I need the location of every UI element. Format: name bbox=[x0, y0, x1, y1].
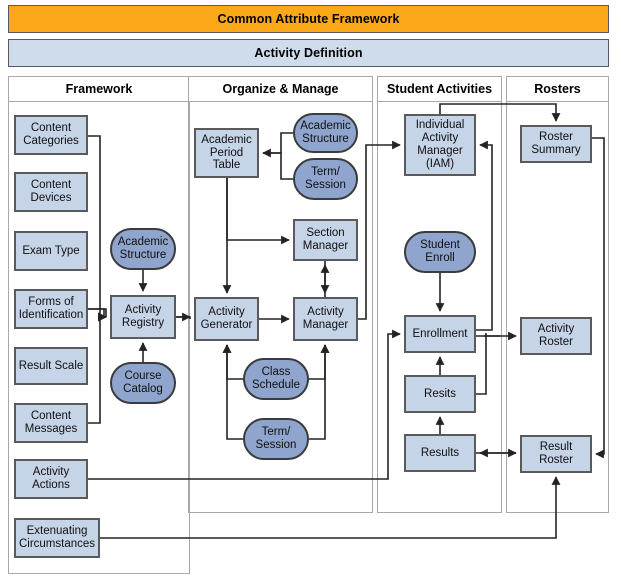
node-course-catalog[interactable]: Course Catalog bbox=[110, 362, 176, 404]
node-academic-structure-framework[interactable]: Academic Structure bbox=[110, 228, 176, 270]
node-enrollment[interactable]: Enrollment bbox=[404, 315, 476, 353]
node-resits[interactable]: Resits bbox=[404, 375, 476, 413]
column-header-organize: Organize & Manage bbox=[188, 76, 373, 102]
node-academic-period-table[interactable]: Academic Period Table bbox=[194, 128, 259, 178]
node-activity-registry[interactable]: Activity Registry bbox=[110, 295, 176, 339]
node-term-session-schedule[interactable]: Term/ Session bbox=[243, 418, 309, 460]
node-individual-activity-manager[interactable]: Individual Activity Manager (IAM) bbox=[404, 114, 476, 176]
node-term-session-organize[interactable]: Term/ Session bbox=[293, 158, 358, 200]
node-content-messages[interactable]: Content Messages bbox=[14, 403, 88, 443]
subtitle-banner: Activity Definition bbox=[8, 39, 609, 67]
node-content-devices[interactable]: Content Devices bbox=[14, 172, 88, 212]
node-activity-generator[interactable]: Activity Generator bbox=[194, 297, 259, 341]
node-roster-summary[interactable]: Roster Summary bbox=[520, 125, 592, 163]
column-header-framework: Framework bbox=[8, 76, 190, 102]
node-academic-structure-organize[interactable]: Academic Structure bbox=[293, 113, 358, 153]
node-result-scale[interactable]: Result Scale bbox=[14, 347, 88, 385]
node-activity-roster[interactable]: Activity Roster bbox=[520, 317, 592, 355]
node-activity-actions[interactable]: Activity Actions bbox=[14, 459, 88, 499]
column-header-rosters: Rosters bbox=[506, 76, 609, 102]
node-class-schedule[interactable]: Class Schedule bbox=[243, 358, 309, 400]
node-results[interactable]: Results bbox=[404, 434, 476, 472]
node-activity-manager[interactable]: Activity Manager bbox=[293, 297, 358, 341]
page-title: Common Attribute Framework bbox=[8, 5, 609, 33]
node-section-manager[interactable]: Section Manager bbox=[293, 219, 358, 261]
node-student-enroll[interactable]: Student Enroll bbox=[404, 231, 476, 273]
node-forms-of-identification[interactable]: Forms of Identification bbox=[14, 289, 88, 329]
node-result-roster[interactable]: Result Roster bbox=[520, 435, 592, 473]
node-extenuating-circumstances[interactable]: Extenuating Circumstances bbox=[14, 518, 100, 558]
column-header-student: Student Activities bbox=[377, 76, 502, 102]
node-exam-type[interactable]: Exam Type bbox=[14, 231, 88, 271]
node-content-categories[interactable]: Content Categories bbox=[14, 115, 88, 155]
